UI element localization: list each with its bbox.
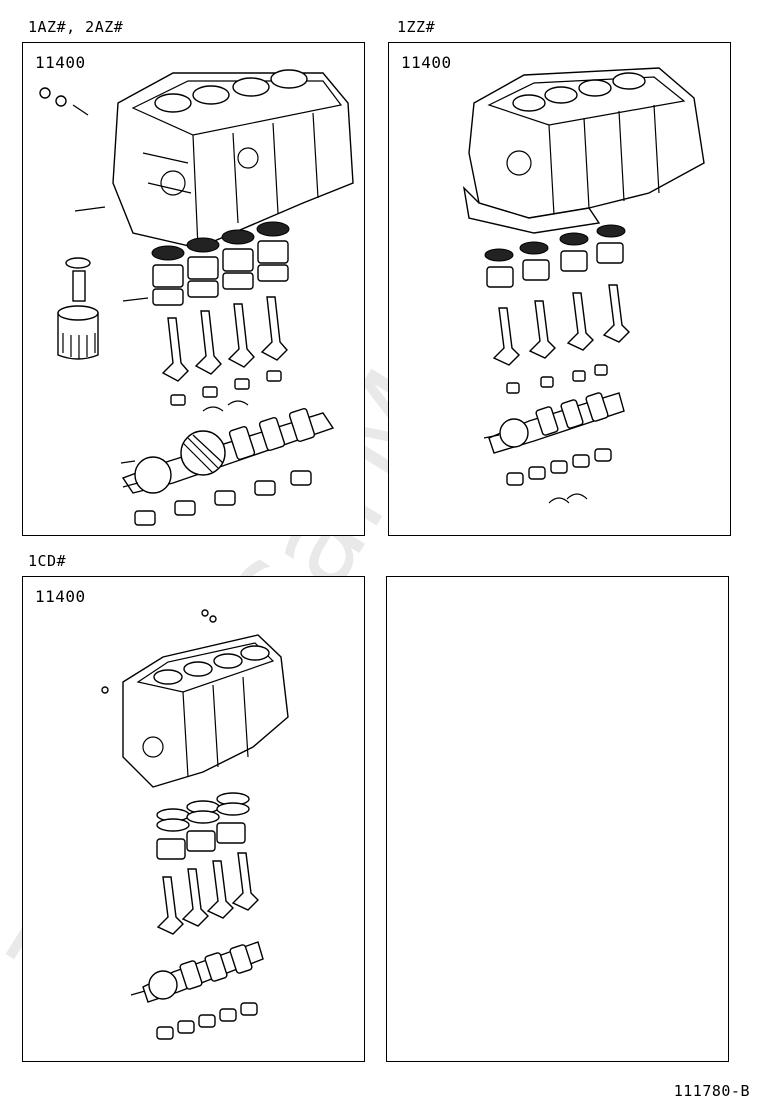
crankshaft-icon <box>130 941 264 1003</box>
panel-1-illustration <box>39 69 354 526</box>
panel-3-part-number: 11400 <box>35 587 86 606</box>
bearing-icon <box>506 448 612 504</box>
panel-empty <box>386 576 729 1062</box>
piston-icon <box>156 792 250 860</box>
connecting-rod-icon <box>492 284 630 366</box>
panel-1cd: 11400 <box>22 576 365 1062</box>
panel-1-caption: 1AZ#, 2AZ# <box>28 18 124 36</box>
crankshaft-icon <box>120 408 335 494</box>
engine-block-icon <box>462 67 705 234</box>
piston-icon <box>484 224 626 288</box>
panel-3-caption: 1CD# <box>28 552 67 570</box>
panel-2-caption: 1ZZ# <box>397 18 436 36</box>
bearing-icon <box>134 470 312 526</box>
engine-block-icon <box>112 69 354 249</box>
panel-1az-2az: 11400 <box>22 42 365 536</box>
bearing-icon <box>170 370 282 412</box>
panel-2-illustration <box>462 67 705 504</box>
crankshaft-icon <box>483 392 625 454</box>
connecting-rod-icon <box>156 852 259 935</box>
piston-icon <box>151 221 290 306</box>
panel-2-part-number: 11400 <box>401 53 452 72</box>
panel-3-illustration <box>101 609 289 1040</box>
panel-1-part-number: 11400 <box>35 53 86 72</box>
diagram-code: 111780-B <box>673 1082 750 1100</box>
engine-block-icon <box>101 609 289 788</box>
bearing-icon <box>156 1002 258 1040</box>
oil-filter-icon <box>57 257 99 360</box>
panel-1zz: 11400 <box>388 42 731 536</box>
connecting-rod-icon <box>161 296 288 382</box>
bearing-icon <box>506 364 608 394</box>
